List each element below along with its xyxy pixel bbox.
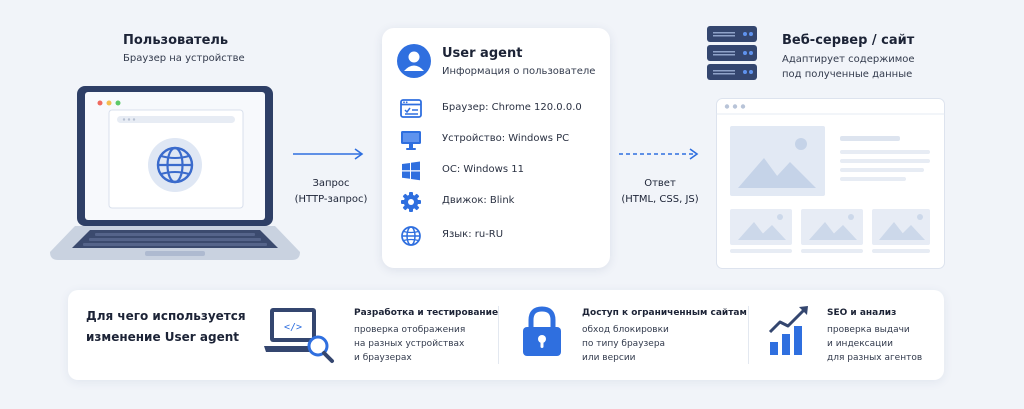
laptop-illustration — [50, 86, 300, 260]
use-dev-desc-line2: на разных устройствах — [354, 339, 465, 349]
request-arrow — [293, 148, 364, 160]
ua-language-text: Язык: ru-RU — [442, 229, 504, 240]
user-agent-card: User agent Информация о пользователе Бра… — [382, 28, 610, 268]
svg-text:</>: </> — [284, 322, 302, 333]
use-seo-title: SEO и анализ — [827, 308, 897, 318]
server-title: Веб-сервер / сайт — [782, 33, 915, 48]
use-cases-heading: Для чего используется изменение User age… — [86, 306, 246, 348]
divider — [498, 306, 499, 364]
server-rack-icon — [707, 26, 757, 80]
use-cases-heading-line1: Для чего используется — [86, 309, 246, 323]
use-dev-desc-line3: и браузерах — [354, 353, 412, 363]
user-agent-subtitle: Информация о пользователе — [442, 66, 596, 77]
response-label-line2: (HTML, CSS, JS) — [621, 194, 699, 205]
ua-device-text: Устройство: Windows PC — [442, 133, 570, 144]
server-subtitle-line1: Адаптирует содержимое — [782, 54, 915, 65]
use-dev-desc: проверка отображения на разных устройств… — [354, 323, 465, 365]
use-access-desc: обход блокировки по типу браузера или ве… — [582, 323, 669, 365]
request-label: Запрос (HTTP-запрос) — [287, 176, 375, 208]
server-subtitle-line2: под полученные данные — [782, 69, 913, 80]
ua-engine-text: Движок: Blink — [442, 195, 515, 206]
use-dev-desc-line1: проверка отображения — [354, 325, 466, 335]
user-avatar-icon — [397, 44, 431, 78]
website-mockup — [716, 98, 945, 269]
user-agent-title: User agent — [442, 46, 523, 61]
use-seo-desc-line1: проверка выдачи — [827, 325, 910, 335]
user-title: Пользователь — [123, 33, 229, 48]
request-label-line1: Запрос — [312, 178, 350, 189]
ua-row-language: Язык: ru-RU — [400, 225, 605, 249]
laptop-code-search-icon: </> — [264, 308, 334, 363]
use-access-desc-line1: обход блокировки — [582, 325, 669, 335]
use-seo-desc-line3: для разных агентов — [827, 353, 923, 363]
globe-icon — [148, 138, 202, 192]
response-label-line1: Ответ — [644, 178, 676, 189]
use-cases-panel: Для чего используется изменение User age… — [68, 290, 944, 380]
use-seo-desc: проверка выдачи и индексации для разных … — [827, 323, 922, 365]
monitor-icon — [401, 131, 421, 150]
request-label-line2: (HTTP-запрос) — [294, 194, 368, 205]
use-dev-title: Разработка и тестирование — [354, 308, 499, 318]
divider — [748, 306, 749, 364]
ua-row-device: Устройство: Windows PC — [400, 129, 605, 153]
use-seo-desc-line2: и индексации — [827, 339, 893, 349]
padlock-icon — [523, 306, 561, 356]
ua-browser-text: Браузер: Chrome 120.0.0.0 — [442, 102, 582, 113]
user-subtitle: Браузер на устройстве — [123, 53, 245, 64]
ua-row-engine: Движок: Blink — [400, 191, 605, 215]
gear-icon — [401, 192, 421, 212]
windows-logo-icon — [402, 161, 420, 181]
globe-icon — [401, 226, 421, 246]
use-access-desc-line3: или версии — [582, 353, 636, 363]
use-access-desc-line2: по типу браузера — [582, 339, 666, 349]
ua-os-text: ОС: Windows 11 — [442, 164, 524, 175]
ua-row-os: ОС: Windows 11 — [400, 160, 605, 184]
response-arrow — [619, 148, 699, 160]
use-cases-heading-line2: изменение User agent — [86, 330, 239, 344]
response-label: Ответ (HTML, CSS, JS) — [612, 176, 708, 208]
growth-chart-icon — [768, 306, 808, 355]
browser-window-icon — [400, 99, 422, 118]
use-access-title: Доступ к ограниченным сайтам — [582, 308, 747, 318]
ua-row-browser: Браузер: Chrome 120.0.0.0 — [400, 98, 605, 122]
